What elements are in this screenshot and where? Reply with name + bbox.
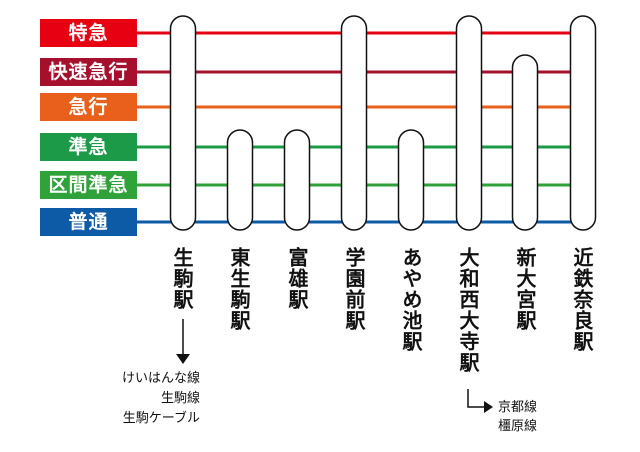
station-stop-marker	[569, 15, 597, 231]
station-stop-marker	[340, 15, 368, 231]
station-name-higashi-ikoma: 東生駒駅	[227, 247, 251, 331]
station-stop-marker	[283, 129, 311, 231]
service-label-express: 急行	[40, 93, 137, 121]
station-name-ikoma: 生駒駅	[170, 247, 194, 310]
transfer-line: けいはんな線	[121, 371, 200, 386]
saidaiji-transfer-arrow-shaft	[467, 389, 485, 408]
station-name-yamato-saidaiji: 大和西大寺駅	[456, 247, 480, 373]
service-label-rapid-express: 快速急行	[40, 58, 137, 86]
ikoma-transfer-arrow-head	[176, 354, 190, 364]
service-label-semi-express: 準急	[40, 133, 137, 161]
station-stop-marker	[226, 129, 254, 231]
service-label-limited-express: 特急	[40, 19, 137, 47]
station-stop-marker	[455, 15, 483, 231]
yamato-saidaiji-transfer-lines: 京都線 橿原線	[498, 398, 537, 436]
station-stop-marker	[169, 15, 197, 231]
transfer-line: 京都線	[498, 400, 538, 415]
transfer-line: 橿原線	[498, 419, 538, 434]
station-name-ayameike: あやめ池駅	[399, 247, 423, 352]
saidaiji-transfer-arrow-head	[484, 401, 493, 413]
station-name-shin-omiya: 新大宮駅	[513, 247, 537, 331]
transfer-line: 生駒ケーブル	[122, 411, 200, 426]
ikoma-transfer-lines: けいはんな線 生駒線 生駒ケーブル	[122, 369, 200, 429]
service-label-local: 普通	[40, 208, 137, 236]
station-stop-marker	[397, 129, 425, 231]
station-name-kintetsu-nara: 近鉄奈良駅	[570, 247, 594, 352]
transfer-line: 生駒線	[160, 391, 200, 406]
service-label-section-semi-express: 区間準急	[40, 171, 137, 199]
station-stop-marker	[511, 54, 539, 231]
station-name-tomio: 富雄駅	[285, 247, 309, 310]
station-name-gakuemmae: 学園前駅	[342, 247, 366, 331]
